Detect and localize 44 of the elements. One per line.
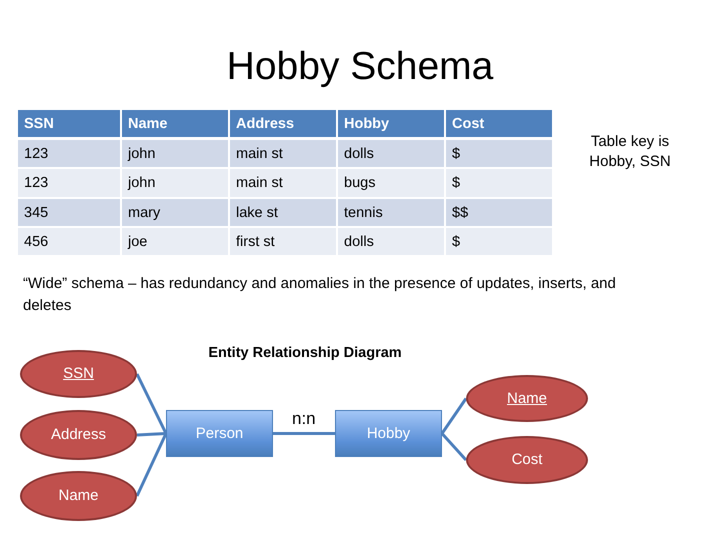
- attribute-name: Cost: [512, 451, 542, 469]
- table-cell: $: [446, 169, 552, 197]
- diagram-heading: Entity Relationship Diagram: [207, 344, 403, 362]
- entity-name: Hobby: [366, 424, 410, 442]
- connector-line: [136, 432, 166, 436]
- table-cell: john: [122, 140, 228, 167]
- table-cell: main st: [230, 140, 336, 167]
- table-cell: joe: [122, 228, 228, 255]
- table-cell: $$: [446, 199, 552, 226]
- table-cell: $: [446, 228, 552, 255]
- entity-box: [335, 410, 442, 457]
- table-cell: dolls: [338, 140, 444, 167]
- table-cell: 123: [18, 140, 120, 167]
- header-cell: SSN: [18, 110, 120, 137]
- attribute-name: Name: [58, 487, 98, 505]
- attribute-name: SSN: [63, 365, 94, 383]
- connector-line: [440, 398, 468, 434]
- entity-box: [166, 410, 273, 457]
- attribute-name: Name: [506, 390, 547, 408]
- table-cell: first st: [230, 228, 336, 255]
- header-cell: Address: [230, 110, 336, 137]
- table-cell: 456: [18, 228, 120, 255]
- connector-line: [273, 432, 335, 435]
- connector-line: [440, 432, 468, 461]
- title: Hobby Schema: [226, 44, 494, 90]
- entity-name: Person: [196, 424, 244, 442]
- table-cell: john: [122, 169, 228, 197]
- header-cell: Name: [122, 110, 228, 137]
- connector-line: [136, 432, 168, 497]
- table-cell: dolls: [338, 228, 444, 255]
- note: Table key is Hobby, SSN: [588, 132, 672, 172]
- table-cell: 123: [18, 169, 120, 197]
- header-cell: Hobby: [338, 110, 444, 137]
- connector-line: [136, 373, 168, 434]
- table-cell: 345: [18, 199, 120, 226]
- description-text: “Wide” schema – has redundancy and anomalies in the presence of updates, inserts, and deletes: [23, 274, 617, 316]
- attribute-name: Address: [50, 426, 106, 444]
- table-cell: main st: [230, 169, 336, 197]
- table-cell: $: [446, 140, 552, 167]
- header-cell: Cost: [446, 110, 552, 137]
- table-cell: mary: [122, 199, 228, 226]
- table-cell: bugs: [338, 169, 444, 197]
- table-cell: lake st: [230, 199, 336, 226]
- table-cell: tennis: [338, 199, 444, 226]
